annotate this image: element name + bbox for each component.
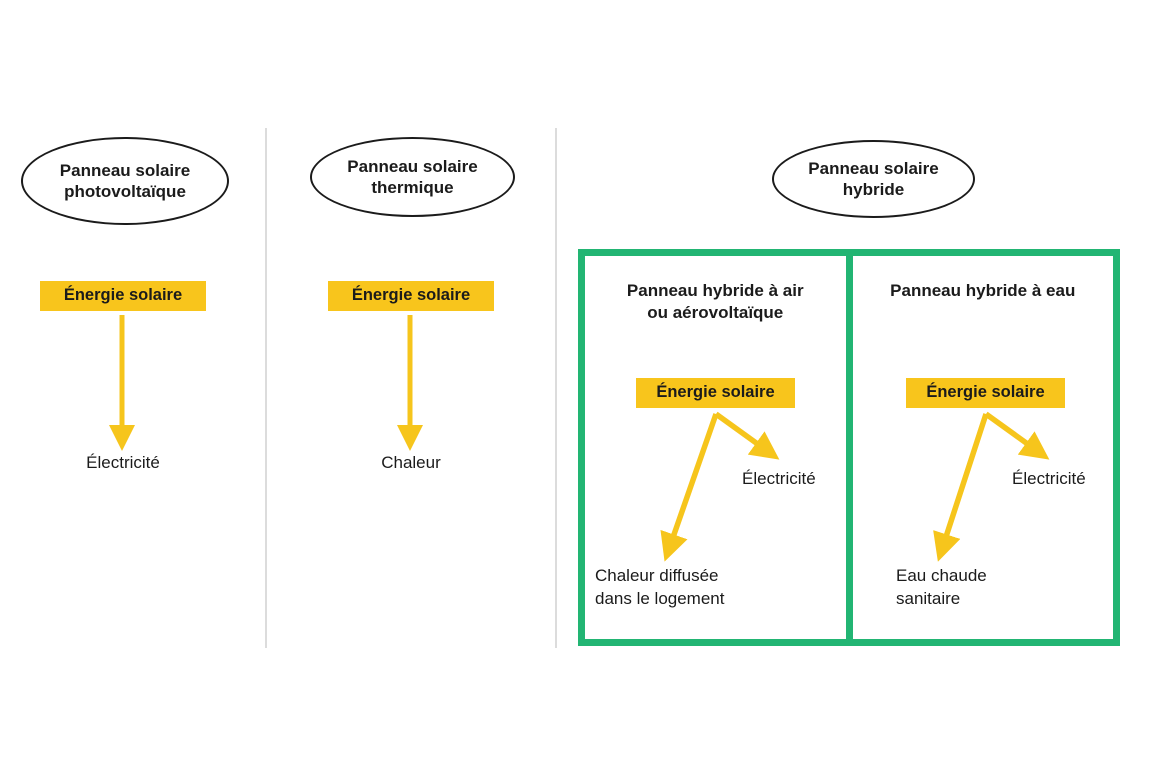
ellipse-line-2: photovoltaïque: [64, 182, 186, 201]
ellipse-line-1: Panneau solaire: [347, 156, 478, 176]
ellipse-panneau-hybride: Panneau solaire hybride: [772, 140, 975, 218]
output-label-electricite-air: Électricité: [742, 469, 816, 488]
column-divider-2: [555, 128, 557, 648]
badge-energie-solaire-air: Énergie solaire: [636, 378, 795, 408]
output-label-eau-chaude-eau: Eau chaude sanitaire: [896, 566, 987, 608]
output-label-chaleur-thermique: Chaleur: [381, 453, 441, 472]
badge-energie-solaire-eau: Énergie solaire: [906, 378, 1065, 408]
ellipse-panneau-thermique: Panneau solaire thermique: [310, 137, 515, 217]
hybrid-air-title: Panneau hybride à air ou aérovoltaïque: [626, 281, 804, 323]
ellipse-line-1: Panneau solaire: [808, 158, 939, 178]
ellipse-line-2: thermique: [371, 178, 454, 197]
output-label-electricite-eau: Électricité: [1012, 469, 1086, 488]
output-label-electricite-pv: Électricité: [86, 453, 160, 472]
badge-energie-solaire-pv: Énergie solaire: [40, 281, 206, 311]
badge-energie-solaire-thermique: Énergie solaire: [328, 281, 494, 311]
output-label-chaleur-diffusee-air: Chaleur diffusée dans le logement: [595, 566, 725, 608]
ellipse-line-2: hybride: [842, 180, 905, 199]
ellipse-panneau-photovoltaique: Panneau solaire photovoltaïque: [21, 137, 229, 225]
column-divider-1: [265, 128, 267, 648]
hybrid-eau-title: Panneau hybride à eau: [890, 281, 1076, 300]
ellipse-line-1: Panneau solaire: [59, 160, 191, 180]
